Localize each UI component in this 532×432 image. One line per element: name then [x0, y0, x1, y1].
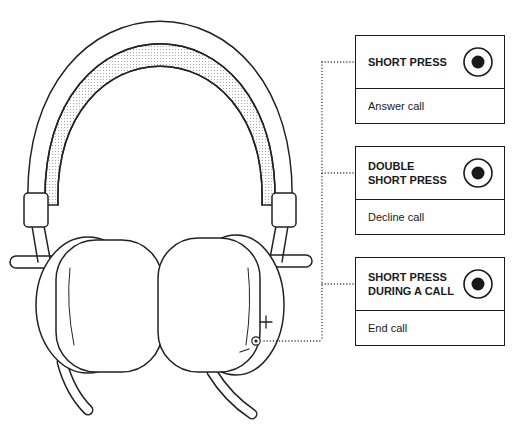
action-result: Answer call [368, 99, 424, 113]
multi-button-dot [254, 339, 257, 342]
button-icon-dot [472, 56, 485, 69]
plus-button [260, 316, 272, 328]
right-arm [270, 226, 288, 262]
button-icon [462, 268, 494, 300]
multi-button [252, 337, 260, 345]
leader-line [322, 172, 354, 173]
minus-button [240, 349, 249, 352]
button-icon-ring [464, 270, 492, 298]
action-result: Decline call [368, 210, 424, 224]
button-icon [462, 157, 494, 189]
callout-panel: SHORT PRESS DURING A CALL End call [355, 257, 505, 346]
action-heading: SHORT PRESS [368, 55, 458, 69]
headband-edge [58, 66, 262, 205]
headband-inner [45, 44, 275, 205]
leader-line [264, 340, 322, 341]
left-cushion [56, 240, 162, 372]
action-result: End call [368, 321, 407, 335]
callout-panel: DOUBLE SHORT PRESS Decline call [355, 146, 505, 235]
button-icon [462, 46, 494, 78]
right-cushion-seam [246, 268, 250, 345]
headband-cushion [45, 44, 275, 205]
panel-header: SHORT PRESS DURING A CALL [356, 258, 504, 310]
leader-line [322, 283, 354, 284]
left-arm [32, 226, 50, 262]
action-heading: SHORT PRESS DURING A CALL [368, 270, 458, 298]
right-cushion [158, 238, 260, 372]
button-icon-dot [472, 278, 485, 291]
right-strap-fill [212, 372, 252, 414]
right-slider [272, 193, 296, 227]
callout-panel: SHORT PRESS Answer call [355, 35, 505, 124]
left-slider [24, 193, 48, 227]
button-icon-dot [472, 167, 485, 180]
leader-line [322, 61, 354, 62]
panel-body: End call [356, 310, 504, 345]
left-cushion-seam [69, 268, 74, 345]
panel-body: Decline call [356, 199, 504, 234]
headband-outer [28, 21, 292, 205]
right-strap [212, 372, 252, 414]
button-icon-ring [464, 159, 492, 187]
button-icon-ring [464, 48, 492, 76]
leader-line [321, 62, 322, 341]
panel-body: Answer call [356, 88, 504, 123]
panel-header: DOUBLE SHORT PRESS [356, 147, 504, 199]
action-heading: DOUBLE SHORT PRESS [368, 159, 448, 187]
panel-header: SHORT PRESS [356, 36, 504, 88]
